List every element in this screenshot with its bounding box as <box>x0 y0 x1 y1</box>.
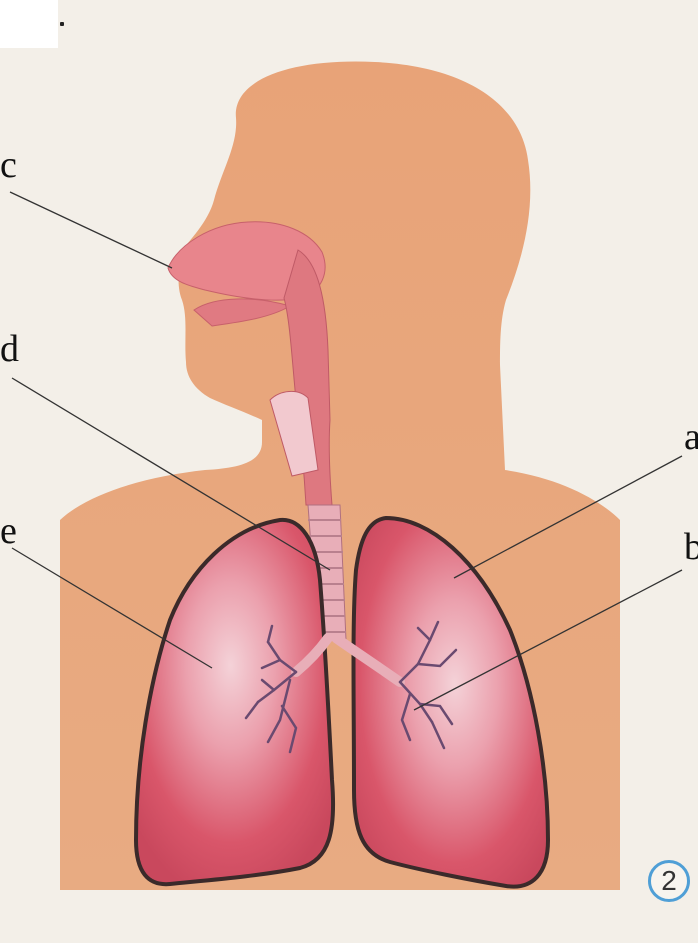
figure-number: 2 <box>661 865 677 897</box>
figure-number-badge: 2 <box>648 860 690 902</box>
label-d: d <box>0 330 19 368</box>
label-b: b <box>684 528 698 566</box>
label-e: e <box>0 512 17 550</box>
corner-dot <box>60 22 64 26</box>
label-c: c <box>0 146 17 184</box>
label-a: a <box>684 418 698 456</box>
corner-patch <box>0 0 58 48</box>
leader-line-c <box>10 192 172 268</box>
